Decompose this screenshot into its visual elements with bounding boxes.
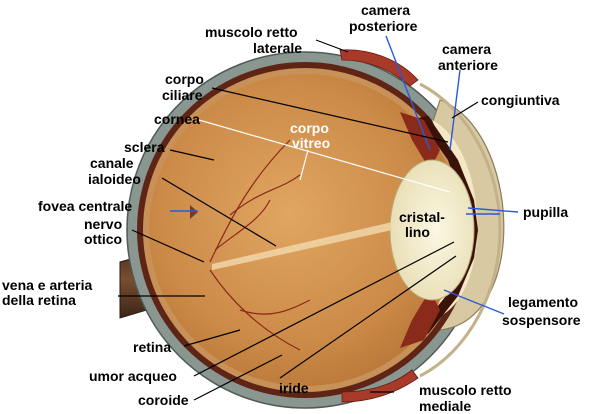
retinal-vessels (209, 139, 311, 351)
label-muscolo-retto-mediale: muscolo retto mediale (419, 382, 515, 414)
label-vena-arteria-retina: vena e arteria della retina (2, 277, 96, 308)
label-pupilla: pupilla (523, 204, 568, 220)
label-iride: iride (279, 380, 309, 396)
label-cornea: cornea (154, 111, 200, 127)
label-muscolo-retto-laterale: muscolo retto laterale (205, 24, 302, 56)
label-camera-anteriore: camera anteriore (438, 41, 498, 73)
label-fovea-centrale: fovea centrale (38, 198, 132, 214)
label-corpo-vitreo: corpo vitreo (290, 120, 333, 151)
label-nervo-ottico: nervo ottico (84, 216, 126, 247)
lateral-rectus-muscle (339, 49, 419, 87)
label-cristallino: cristal- lino (399, 209, 449, 240)
label-sclera: sclera (124, 139, 165, 155)
label-corpo-ciliare: corpo ciliare (162, 71, 208, 103)
lens-shape (389, 159, 475, 301)
label-canale-ialoideo: canale ialoideo (88, 155, 141, 187)
label-legamento-sospensore: legamento sospensore (502, 294, 582, 328)
fovea-shape (190, 205, 198, 219)
leader-lines (118, 35, 519, 401)
label-umor-acqueo: umor acqueo (89, 368, 177, 384)
label-retina: retina (133, 339, 171, 355)
conjunctiva-shape (419, 82, 502, 378)
iris-shape (418, 116, 478, 334)
label-coroide: coroide (138, 392, 189, 408)
label-camera-posteriore: camera posteriore (349, 2, 418, 34)
vitreous-shape (149, 74, 461, 386)
medial-rectus-muscle (341, 369, 419, 403)
hyaloid-canal-shape (212, 222, 392, 270)
label-congiuntiva: congiuntiva (481, 92, 560, 108)
